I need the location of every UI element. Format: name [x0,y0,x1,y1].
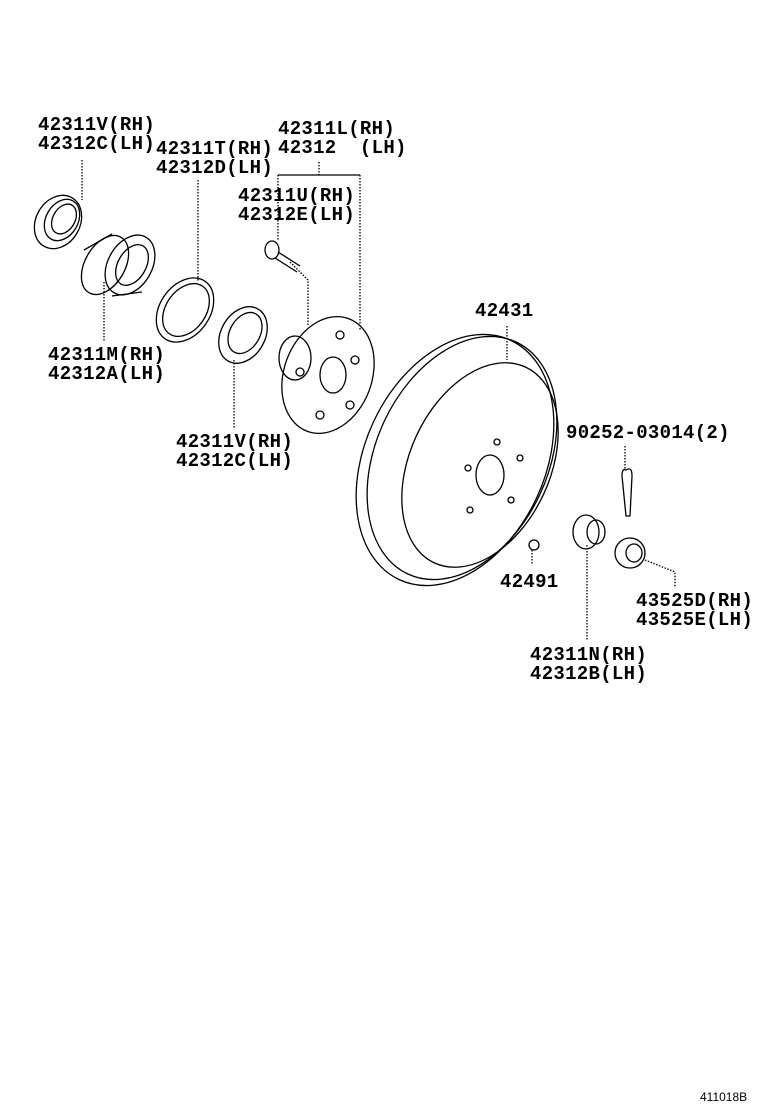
part-number: 42312A(LH) [48,363,166,385]
label-lock-cap: 43525D(RH)43525E(LH) [636,592,753,630]
cotter-pin [621,468,633,517]
part-number: 42312 (LH) [278,137,407,159]
part-number: 42311V(RH) [176,431,294,453]
part-number: 43525E(LH) [636,609,754,631]
oil-seal-inner [218,306,268,364]
label-hub-nut: 42311N(RH)42312B(LH) [530,646,647,684]
brake-disc [355,333,559,587]
illustration-number: 411018B [700,1090,748,1104]
snap-ring [155,277,215,343]
part-number: 42312B(LH) [530,663,648,685]
nut-lock-cap [614,537,646,569]
hub-bolt [264,240,301,273]
hub-nut [572,514,606,550]
part-number: 42312D(LH) [156,157,274,179]
leader-lines [81,160,676,641]
oil-seal-outer [33,194,83,250]
part-number: 42311V(RH) [38,114,156,136]
label-bleeder: 42491 [500,571,559,593]
part-number: 42312C(LH) [38,133,156,155]
part-number: 42311T(RH) [156,138,274,160]
label-hub-bolt: 42311U(RH)42312E(LH) [238,187,355,225]
part-number: 42311U(RH) [238,185,356,207]
label-disc: 42431 [475,300,534,322]
part-number: 42312C(LH) [176,450,294,472]
label-hub: 42311L(RH)42312 (LH) [278,120,407,158]
label-inner-seal: 42311V(RH)42312C(LH) [176,433,293,471]
label-snap-ring: 42311T(RH)42312D(LH) [156,140,273,178]
label-outer-seal: 42311V(RH)42312C(LH) [38,116,155,154]
axle-hub [278,315,375,435]
part-number: 42311L(RH) [278,118,396,140]
label-cotter-pin: 90252-03014(2) [566,422,730,444]
part-number: 43525D(RH) [636,590,754,612]
hub-bearing [80,233,156,297]
part-number: 42311M(RH) [48,344,166,366]
part-number: 42311N(RH) [530,644,648,666]
label-bearing: 42311M(RH)42312A(LH) [48,346,165,384]
part-number: 42312E(LH) [238,204,356,226]
bleeder-plug [528,539,540,551]
